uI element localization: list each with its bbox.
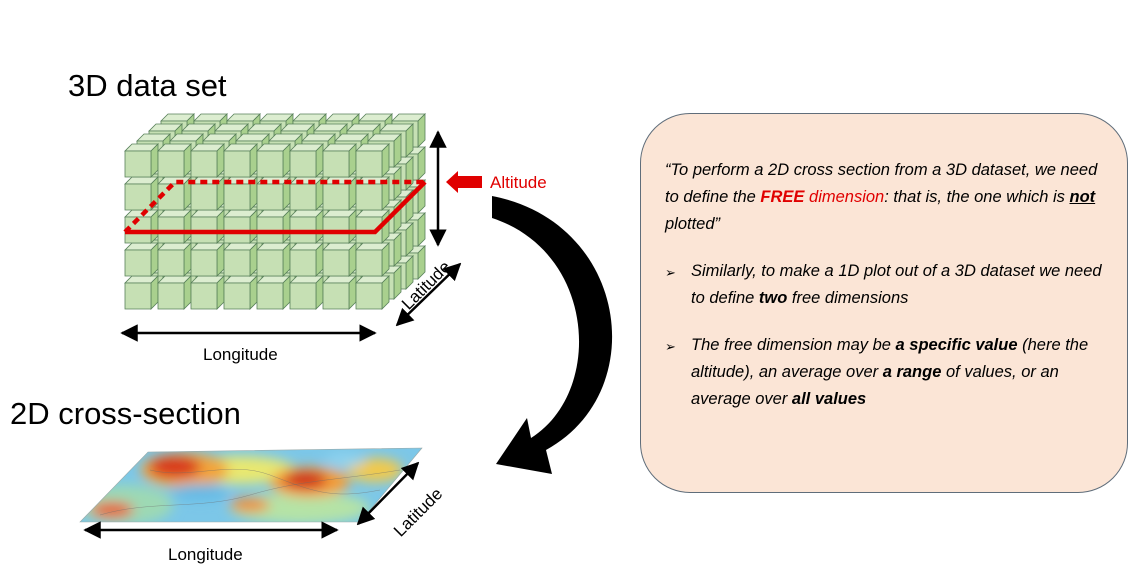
explanation-box: “To perform a 2D cross section from a 3D… — [640, 113, 1128, 493]
cube-face — [190, 183, 218, 211]
longitude-label-3d: Longitude — [203, 345, 278, 364]
altitude-arrow-icon — [446, 171, 482, 193]
cube-face — [322, 150, 350, 178]
title-3d-dataset: 3D data set — [68, 68, 227, 103]
quote-text-3: plotted” — [665, 215, 721, 233]
cube-face — [157, 150, 185, 178]
cube-face — [223, 183, 251, 211]
cube-face — [124, 183, 152, 211]
altitude-slice-outline — [123, 179, 427, 235]
specific-value-emphasis: a specific value — [895, 336, 1018, 354]
cube-face — [157, 282, 185, 310]
bullet-text-1: Similarly, to make a 1D plot out of a 3D… — [691, 262, 1102, 307]
cube-face — [322, 282, 350, 310]
latitude-axis-arrow-2d — [356, 461, 420, 526]
cube-face — [124, 282, 152, 310]
cube-face — [289, 282, 317, 310]
cube-face — [190, 249, 218, 277]
curved-arrow-icon — [492, 196, 613, 474]
not-emphasis: not — [1069, 188, 1096, 206]
cube-face — [157, 249, 185, 277]
cube-face — [289, 183, 317, 211]
quote-text-1: “To perform a 2D cross section from a 3D… — [665, 161, 1098, 206]
two-emphasis: two — [758, 289, 788, 307]
cube-face — [322, 249, 350, 277]
cube-face — [322, 183, 350, 211]
cross-section-map — [79, 447, 423, 523]
cube-face — [256, 282, 284, 310]
cube-face — [289, 249, 317, 277]
bullet-item-free-dimension: ➢ The free dimension may be a specific v… — [665, 332, 1105, 413]
quote-paragraph: “To perform a 2D cross section from a 3D… — [665, 157, 1105, 238]
cube-face — [157, 183, 185, 211]
cube-face — [289, 150, 317, 178]
cube-face — [256, 150, 284, 178]
quote-text-2: : that is, the one which is — [884, 188, 1070, 206]
bullet-item-1d-plot: ➢ Similarly, to make a 1D plot out of a … — [665, 258, 1105, 312]
cube-face — [355, 150, 383, 178]
free-emphasis: FREE — [760, 188, 805, 206]
latitude-axis-arrow-3d — [395, 262, 462, 327]
cube-face — [223, 249, 251, 277]
dimension-emphasis: dimension — [804, 188, 885, 206]
all-values-emphasis: all values — [791, 390, 867, 408]
cube-face — [355, 183, 383, 211]
cube-face — [223, 150, 251, 178]
bullet-arrow-icon: ➢ — [665, 265, 676, 280]
cube-face — [355, 249, 383, 277]
range-emphasis: a range — [882, 363, 942, 381]
longitude-label-2d: Longitude — [168, 545, 243, 564]
cube-face — [124, 249, 152, 277]
cube-face — [355, 282, 383, 310]
cube-grid-3d — [124, 113, 426, 310]
cube-face — [223, 282, 251, 310]
cube-face — [190, 282, 218, 310]
cube-face — [256, 183, 284, 211]
cube-face — [124, 150, 152, 178]
cube-face — [256, 249, 284, 277]
title-2d-cross-section: 2D cross-section — [10, 396, 241, 431]
bullet-arrow-icon: ➢ — [665, 339, 676, 354]
bullet-text-2: The free dimension may be a specific val… — [691, 336, 1089, 408]
cube-face — [190, 150, 218, 178]
altitude-label: Altitude — [490, 173, 547, 192]
